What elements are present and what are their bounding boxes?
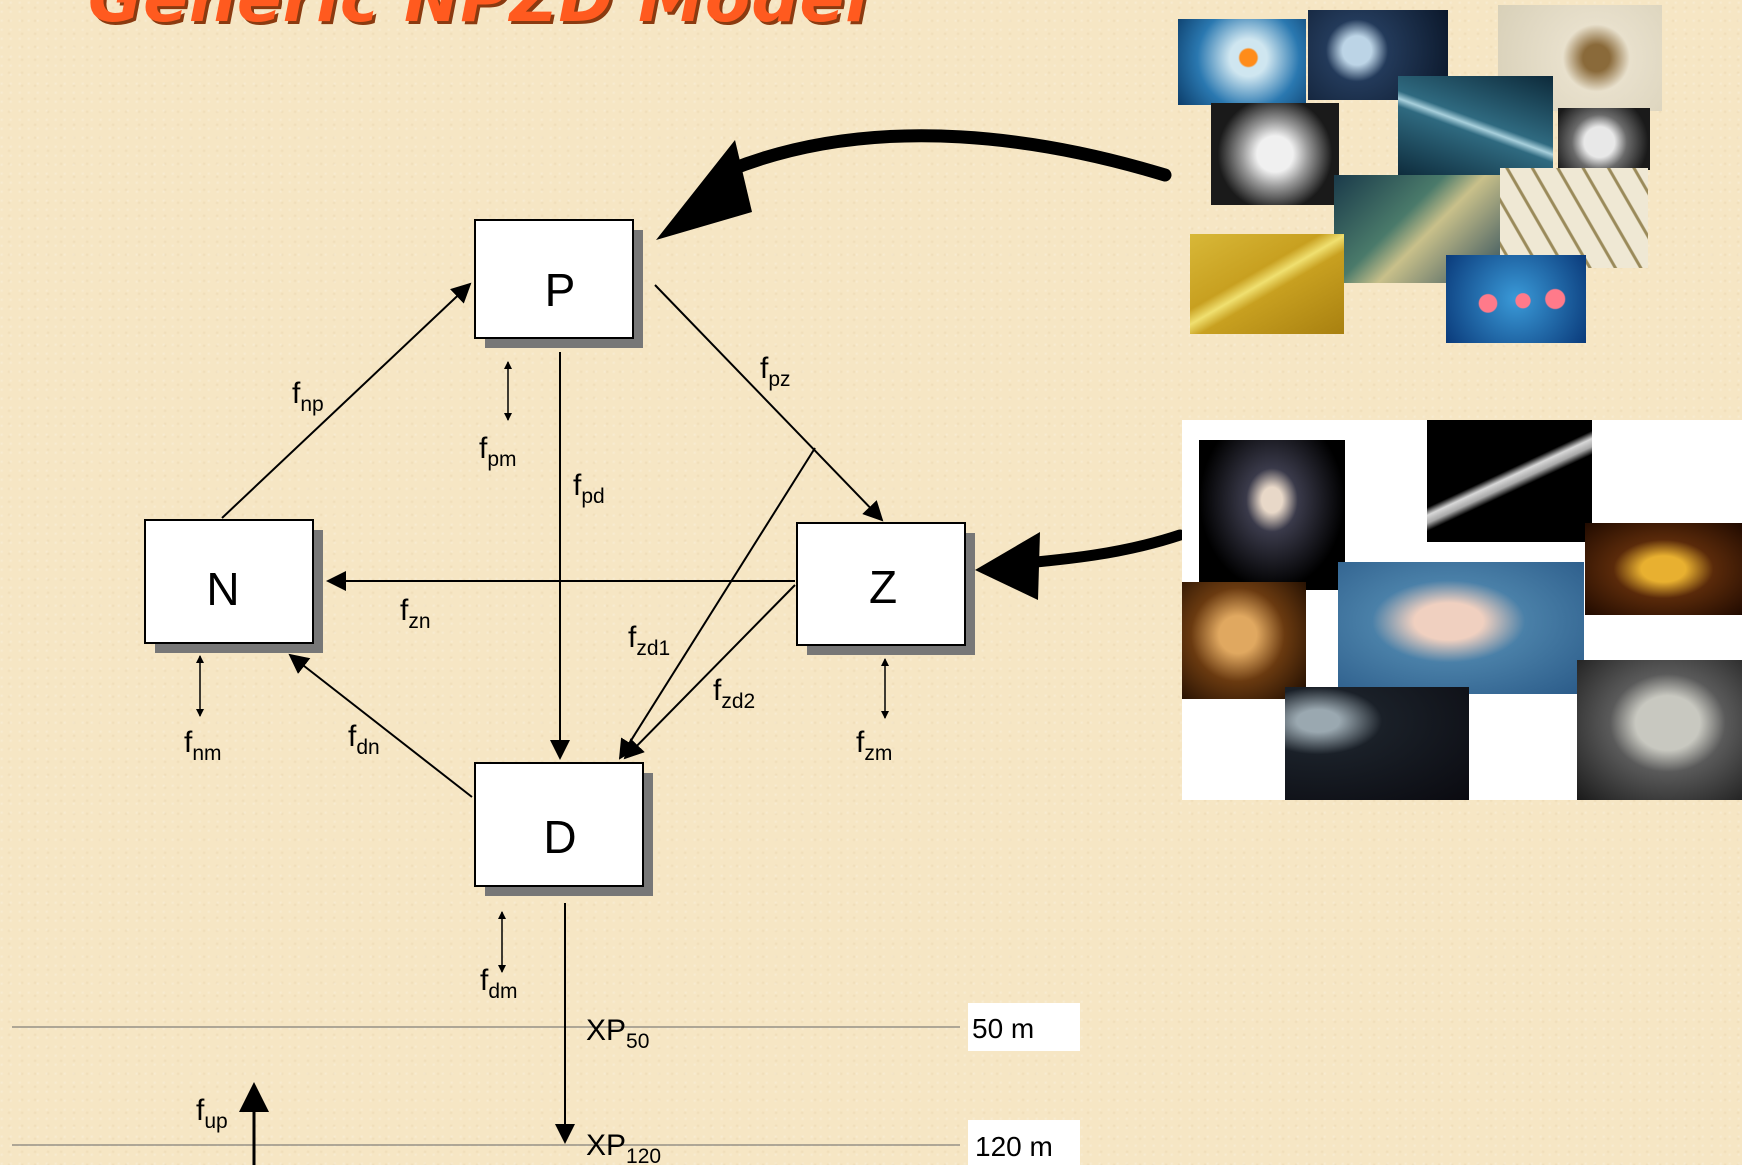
flux-label-zd1: fzd1: [628, 621, 670, 660]
phyto-photo-1: [1178, 19, 1306, 105]
slide-title: Generic NPZD Model: [88, 0, 869, 37]
flux-label-nm: fnm: [184, 726, 222, 765]
flux-label-up: fup: [196, 1094, 228, 1133]
box-d-label: D: [543, 811, 576, 863]
flux-label-pz: fpz: [760, 352, 791, 391]
arrow-dn: [288, 653, 473, 798]
export-label-50: XP50: [586, 1014, 649, 1053]
depth-label-bg-120: [968, 1120, 1080, 1165]
flux-label-pd: fpd: [573, 469, 605, 508]
box-p: P: [474, 219, 643, 348]
zoo-photo-4: [1182, 582, 1306, 699]
flux-label-dm: fdm: [480, 964, 518, 1003]
box-n-label: N: [206, 563, 239, 615]
flux-label-zd2: fzd2: [713, 674, 755, 713]
box-d: D: [474, 762, 653, 896]
depth-label-120: 120 m: [975, 1131, 1053, 1162]
arrow-zd2: [623, 584, 796, 760]
zoo-photo-7: [1577, 660, 1742, 800]
curved-arrow-phyto-head: [656, 140, 752, 240]
depth-label-bg-50: [968, 1003, 1080, 1051]
curved-arrow-zoo-head: [975, 532, 1040, 600]
zoo-photo-3: [1585, 523, 1742, 615]
phyto-photo-9: [1190, 234, 1344, 334]
arrow-pz: [654, 284, 884, 522]
phyto-photo-10: [1446, 255, 1586, 343]
arrow-zd1: [618, 447, 816, 760]
phyto-photo-5: [1398, 76, 1553, 177]
flux-label-zm: fzm: [856, 726, 892, 765]
zooplankton-collage: [1182, 420, 1742, 800]
zoo-photo-6: [1285, 687, 1469, 800]
flux-label-zn: fzn: [400, 594, 431, 633]
box-p-label: P: [545, 264, 576, 316]
export-label-120: XP120: [586, 1129, 661, 1165]
flux-label-dn: fdn: [348, 720, 380, 759]
phyto-photo-8: [1500, 168, 1648, 268]
flux-label-np: fnp: [292, 377, 324, 416]
zoo-photo-1: [1199, 440, 1345, 590]
curved-arrow-phyto: [723, 129, 1172, 182]
zoo-photo-2: [1427, 420, 1592, 542]
flux-label-pm: fpm: [479, 432, 517, 471]
arrow-np: [221, 282, 472, 519]
box-z: Z: [796, 522, 975, 655]
depth-label-50: 50 m: [972, 1013, 1034, 1044]
phyto-photo-6: [1558, 108, 1650, 170]
phyto-photo-4: [1211, 103, 1339, 205]
phytoplankton-collage: [1178, 5, 1662, 343]
box-n: N: [144, 519, 323, 653]
box-z-label: Z: [869, 561, 897, 613]
zoo-photo-5: [1338, 562, 1584, 694]
